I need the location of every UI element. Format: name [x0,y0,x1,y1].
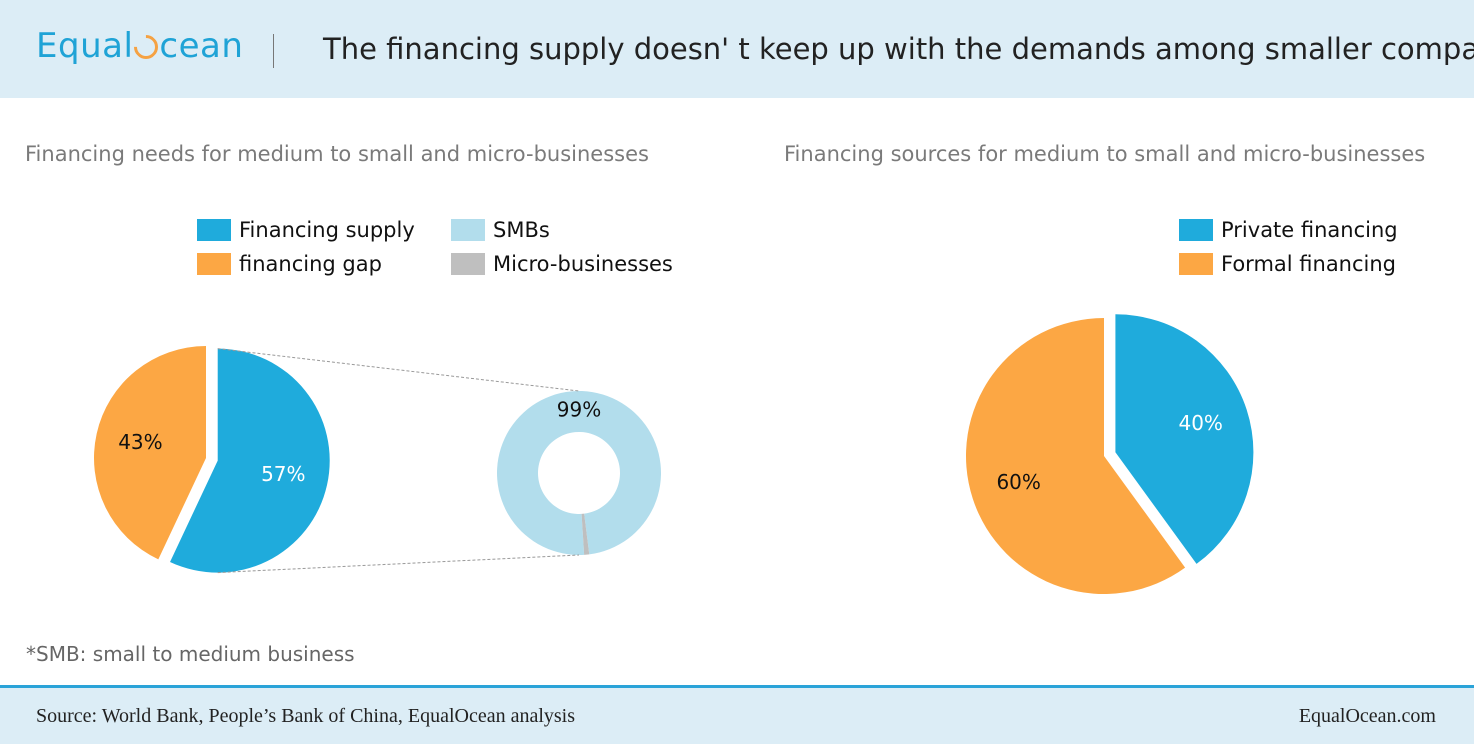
legend-label: Formal financing [1221,252,1397,276]
page-title: The financing supply doesn' t keep up wi… [323,32,1474,66]
left-pie-data-label-0: 57% [261,462,305,486]
legend-item-smbs: SMBs [451,218,550,242]
legend-swatch [1179,253,1213,275]
left-pie-slice-0 [170,348,330,573]
legend-item-micro-businesses: Micro-businesses [451,252,673,276]
legend-swatch [451,219,485,241]
site-link[interactable]: EqualOcean.com [1298,705,1436,727]
equalocean-logo[interactable]: Equal cean [36,26,243,66]
connector-line-bottom [217,554,580,574]
legend-swatch [451,253,485,275]
legend-label: financing gap [239,252,382,276]
legend-swatch [1179,219,1213,241]
legend-item-financing-supply: Financing supply [197,218,415,242]
header-bar: Equal cean The financing supply doesn' t … [0,0,1474,98]
source-text: Source: World Bank, People’s Bank of Chi… [36,705,576,727]
legend-swatch [197,253,231,275]
footnote: *SMB: small to medium business [26,642,355,666]
right-pie-data-label-0: 40% [1178,411,1222,435]
left-chart-subtitle: Financing needs for medium to small and … [25,142,649,166]
footer-divider [0,685,1474,688]
legend-label: Micro-businesses [493,252,673,276]
connector-line-top [217,348,580,392]
legend-item-formal-financing: Formal financing [1179,252,1396,276]
legend-swatch [197,219,231,241]
logo-text-right: cean [159,26,244,66]
legend-label: Financing supply [239,218,415,242]
right-chart-subtitle: Financing sources for medium to small an… [784,142,1426,166]
right-pie-data-label-1: 60% [996,470,1040,494]
logo-text-left: Equal [36,26,134,66]
right-pie-slice-1 [966,317,1186,594]
legend-item-financing-gap: financing gap [197,252,382,276]
donut-data-label-0: 99% [557,398,601,422]
logo-divider [273,34,274,68]
legend-label: SMBs [493,218,550,242]
left-pie-data-label-1: 43% [118,430,162,454]
left-pie-slice-1 [93,346,206,560]
legend-label: Private financing [1221,218,1398,242]
donut-slice-0 [496,390,661,555]
right-pie-slice-0 [1115,314,1254,564]
legend-item-private-financing: Private financing [1179,218,1398,242]
footer-bar: Source: World Bank, People’s Bank of Chi… [0,688,1474,744]
donut-slice-1 [581,513,590,555]
